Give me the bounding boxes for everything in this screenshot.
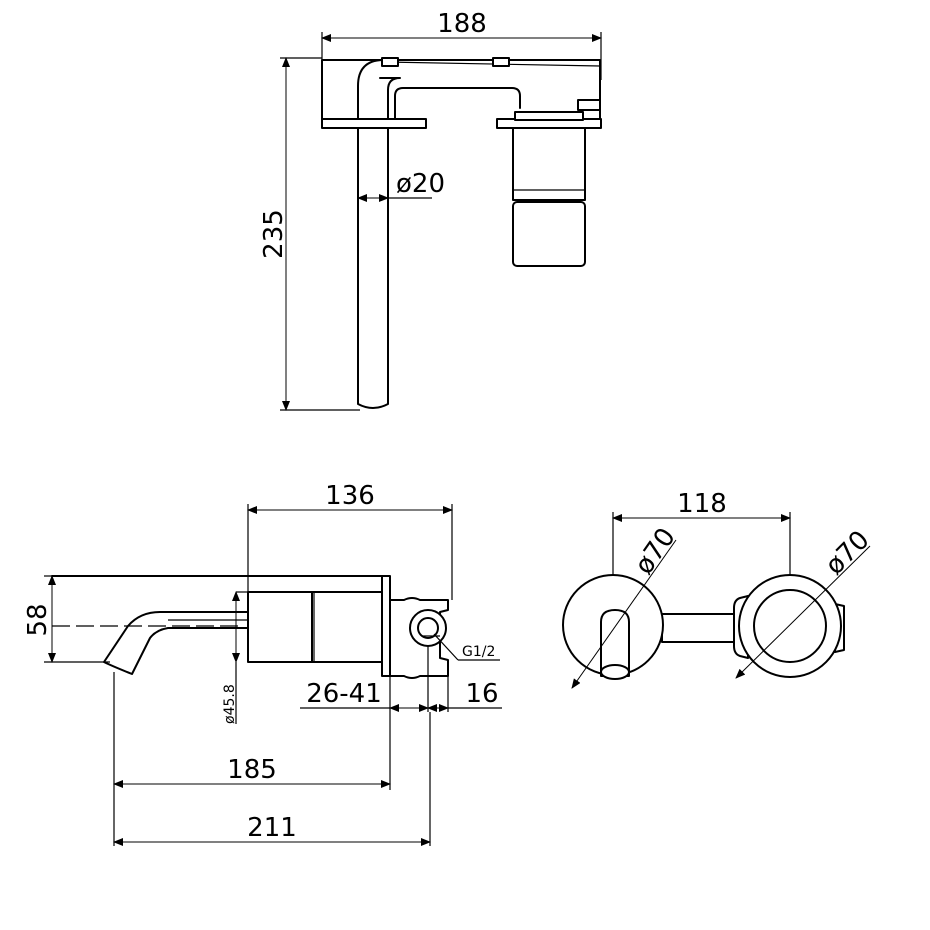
- top-view: 188 235 ø20: [259, 9, 602, 411]
- dim-label-211: 211: [247, 813, 297, 843]
- top-spout-pipe: [357, 127, 389, 409]
- front-connecting-pipe: [661, 613, 743, 643]
- front-view: 118 ø70 ø70: [562, 489, 876, 689]
- label-thread: G1/2: [462, 644, 495, 660]
- dim-line-d70-right: [735, 545, 871, 679]
- dim-line-d70-left: [571, 539, 677, 689]
- dim-label-185: 185: [227, 755, 277, 785]
- top-body-curve-inner: [379, 77, 401, 120]
- top-handle-body: [512, 127, 586, 201]
- front-spout-outlet: [600, 609, 630, 677]
- side-view: G1/2 136 58 ø45.8 26-41 16 185: [23, 481, 502, 846]
- top-left-plate: [321, 118, 427, 129]
- side-knurled-grip: [247, 591, 313, 663]
- dim-label-136: 136: [325, 481, 375, 511]
- dim-label-118: 118: [677, 489, 727, 519]
- dim-label-235: 235: [259, 209, 289, 259]
- side-spout: [103, 611, 249, 675]
- dim-label-26-41: 26-41: [306, 679, 382, 709]
- dim-label-188: 188: [437, 9, 487, 39]
- top-bridge: [394, 87, 521, 120]
- top-clip-right: [492, 57, 510, 67]
- dim-label-16: 16: [465, 679, 498, 709]
- top-lever-tab: [577, 99, 601, 111]
- dim-label-d45-8: ø45.8: [222, 684, 238, 724]
- dim-label-d70-left: ø70: [629, 523, 682, 580]
- side-handle-body: [311, 591, 383, 663]
- front-handle-knob: [753, 589, 827, 663]
- top-knurled-grip: [512, 201, 586, 267]
- dim-label-d70-right: ø70: [820, 525, 876, 581]
- top-clip-left: [381, 57, 399, 67]
- dim-label-58: 58: [23, 603, 53, 636]
- top-rear-body: [321, 59, 601, 120]
- top-body-curve: [357, 59, 385, 120]
- side-wall-plate: [381, 575, 391, 677]
- side-thread-core: [417, 617, 439, 639]
- top-handle-collar: [514, 111, 584, 121]
- dim-label-d20: ø20: [396, 169, 445, 199]
